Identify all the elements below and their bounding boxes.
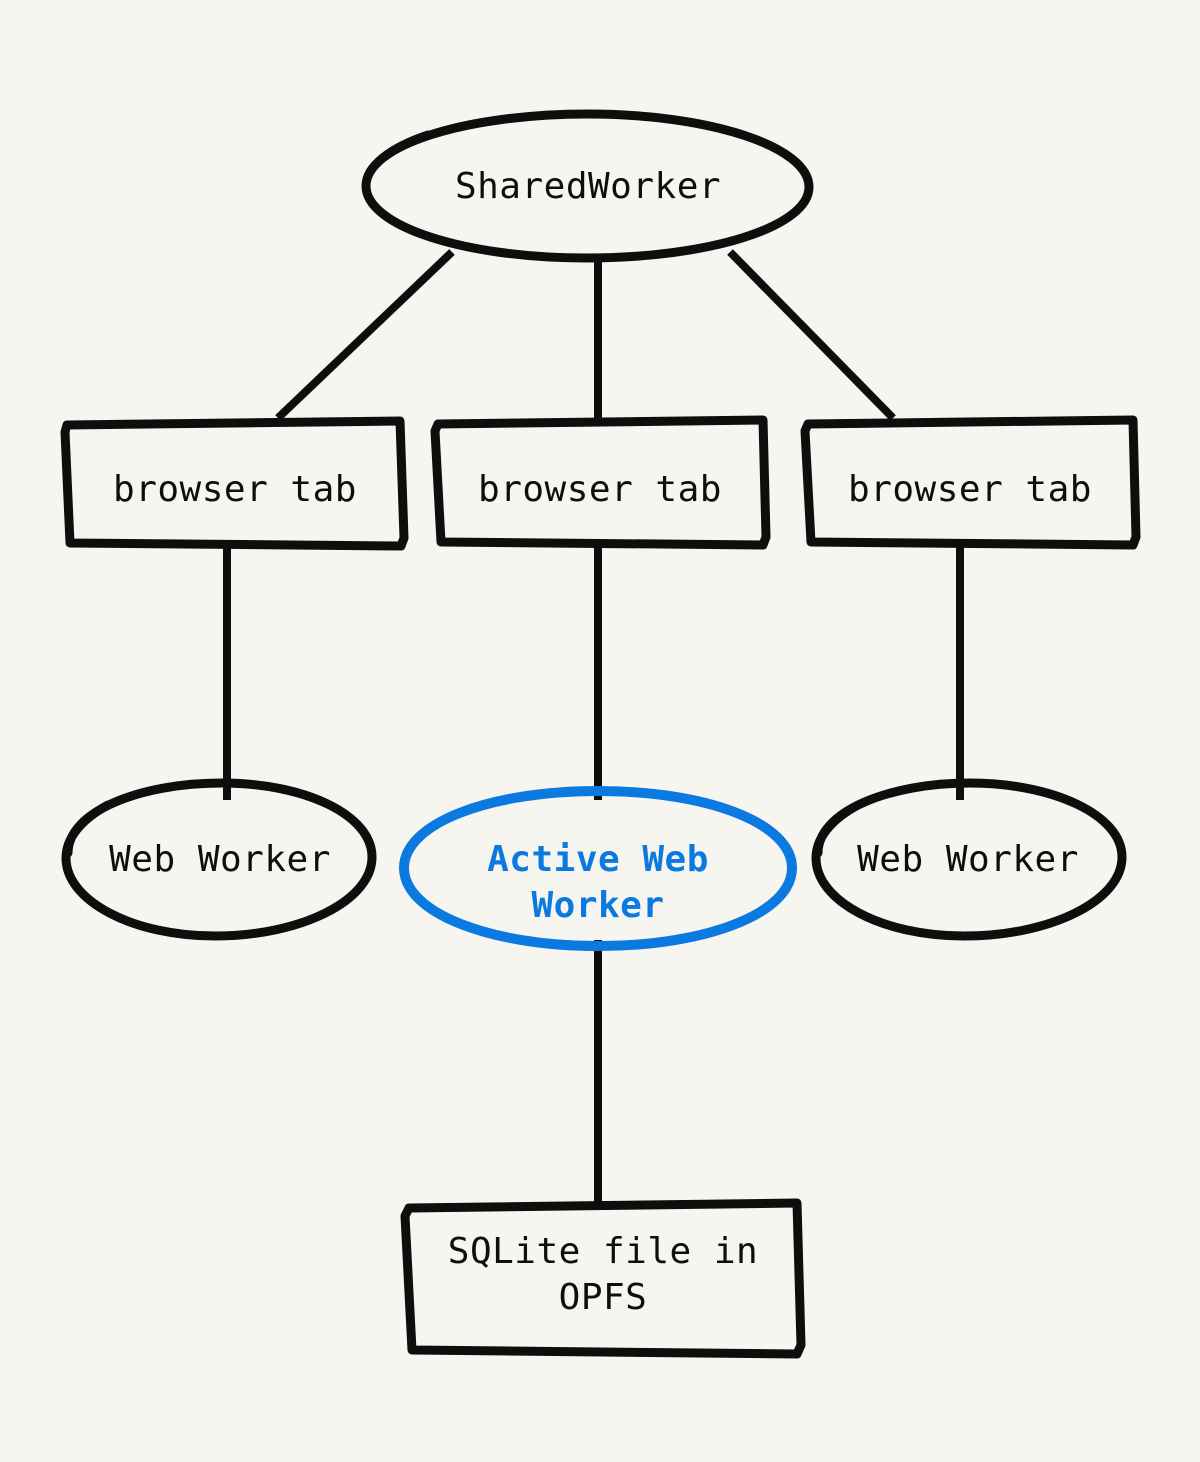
node-worker-active[interactable]: Active Web Worker — [399, 786, 797, 951]
sqlite-file-label-line2: OPFS — [559, 1277, 648, 1318]
node-worker-right[interactable]: Web Worker — [811, 778, 1127, 941]
worker-right-ellipse-outline — [811, 778, 1127, 941]
tab-right-label: browser tab — [848, 469, 1092, 510]
edge-group — [223, 249, 964, 1208]
tab-left-rect-outline — [60, 416, 409, 551]
node-tab-right[interactable]: browser tab — [800, 415, 1141, 550]
sqlite-file-label-line1: SQLite file in — [448, 1231, 758, 1272]
worker-active-label-line1: Active Web — [487, 839, 709, 880]
worker-active-ellipse-outline — [399, 786, 797, 951]
sharedworker-label: SharedWorker — [455, 166, 721, 207]
edge-sharedworker-to-tab-right — [727, 249, 896, 421]
worker-active-label-line2: Worker — [531, 885, 664, 926]
node-worker-left[interactable]: Web Worker — [61, 778, 377, 941]
node-tab-left[interactable]: browser tab — [60, 416, 409, 551]
edge-sharedworker-to-tab-left — [275, 249, 455, 421]
tab-center-label: browser tab — [478, 469, 722, 510]
node-sharedworker[interactable]: SharedWorker — [361, 109, 814, 263]
tab-left-label: browser tab — [113, 469, 357, 510]
node-sqlite-file[interactable]: SQLite file in OPFS — [400, 1198, 806, 1359]
worker-right-label: Web Worker — [857, 839, 1079, 880]
worker-left-label: Web Worker — [109, 839, 331, 880]
tab-center-rect-outline — [430, 415, 771, 550]
tab-right-rect-outline — [800, 415, 1141, 550]
node-tab-center[interactable]: browser tab — [430, 415, 771, 550]
sharedworker-ellipse-outline — [361, 109, 814, 263]
worker-left-ellipse-outline — [61, 778, 377, 941]
sqlite-file-rect-outline — [400, 1198, 806, 1359]
